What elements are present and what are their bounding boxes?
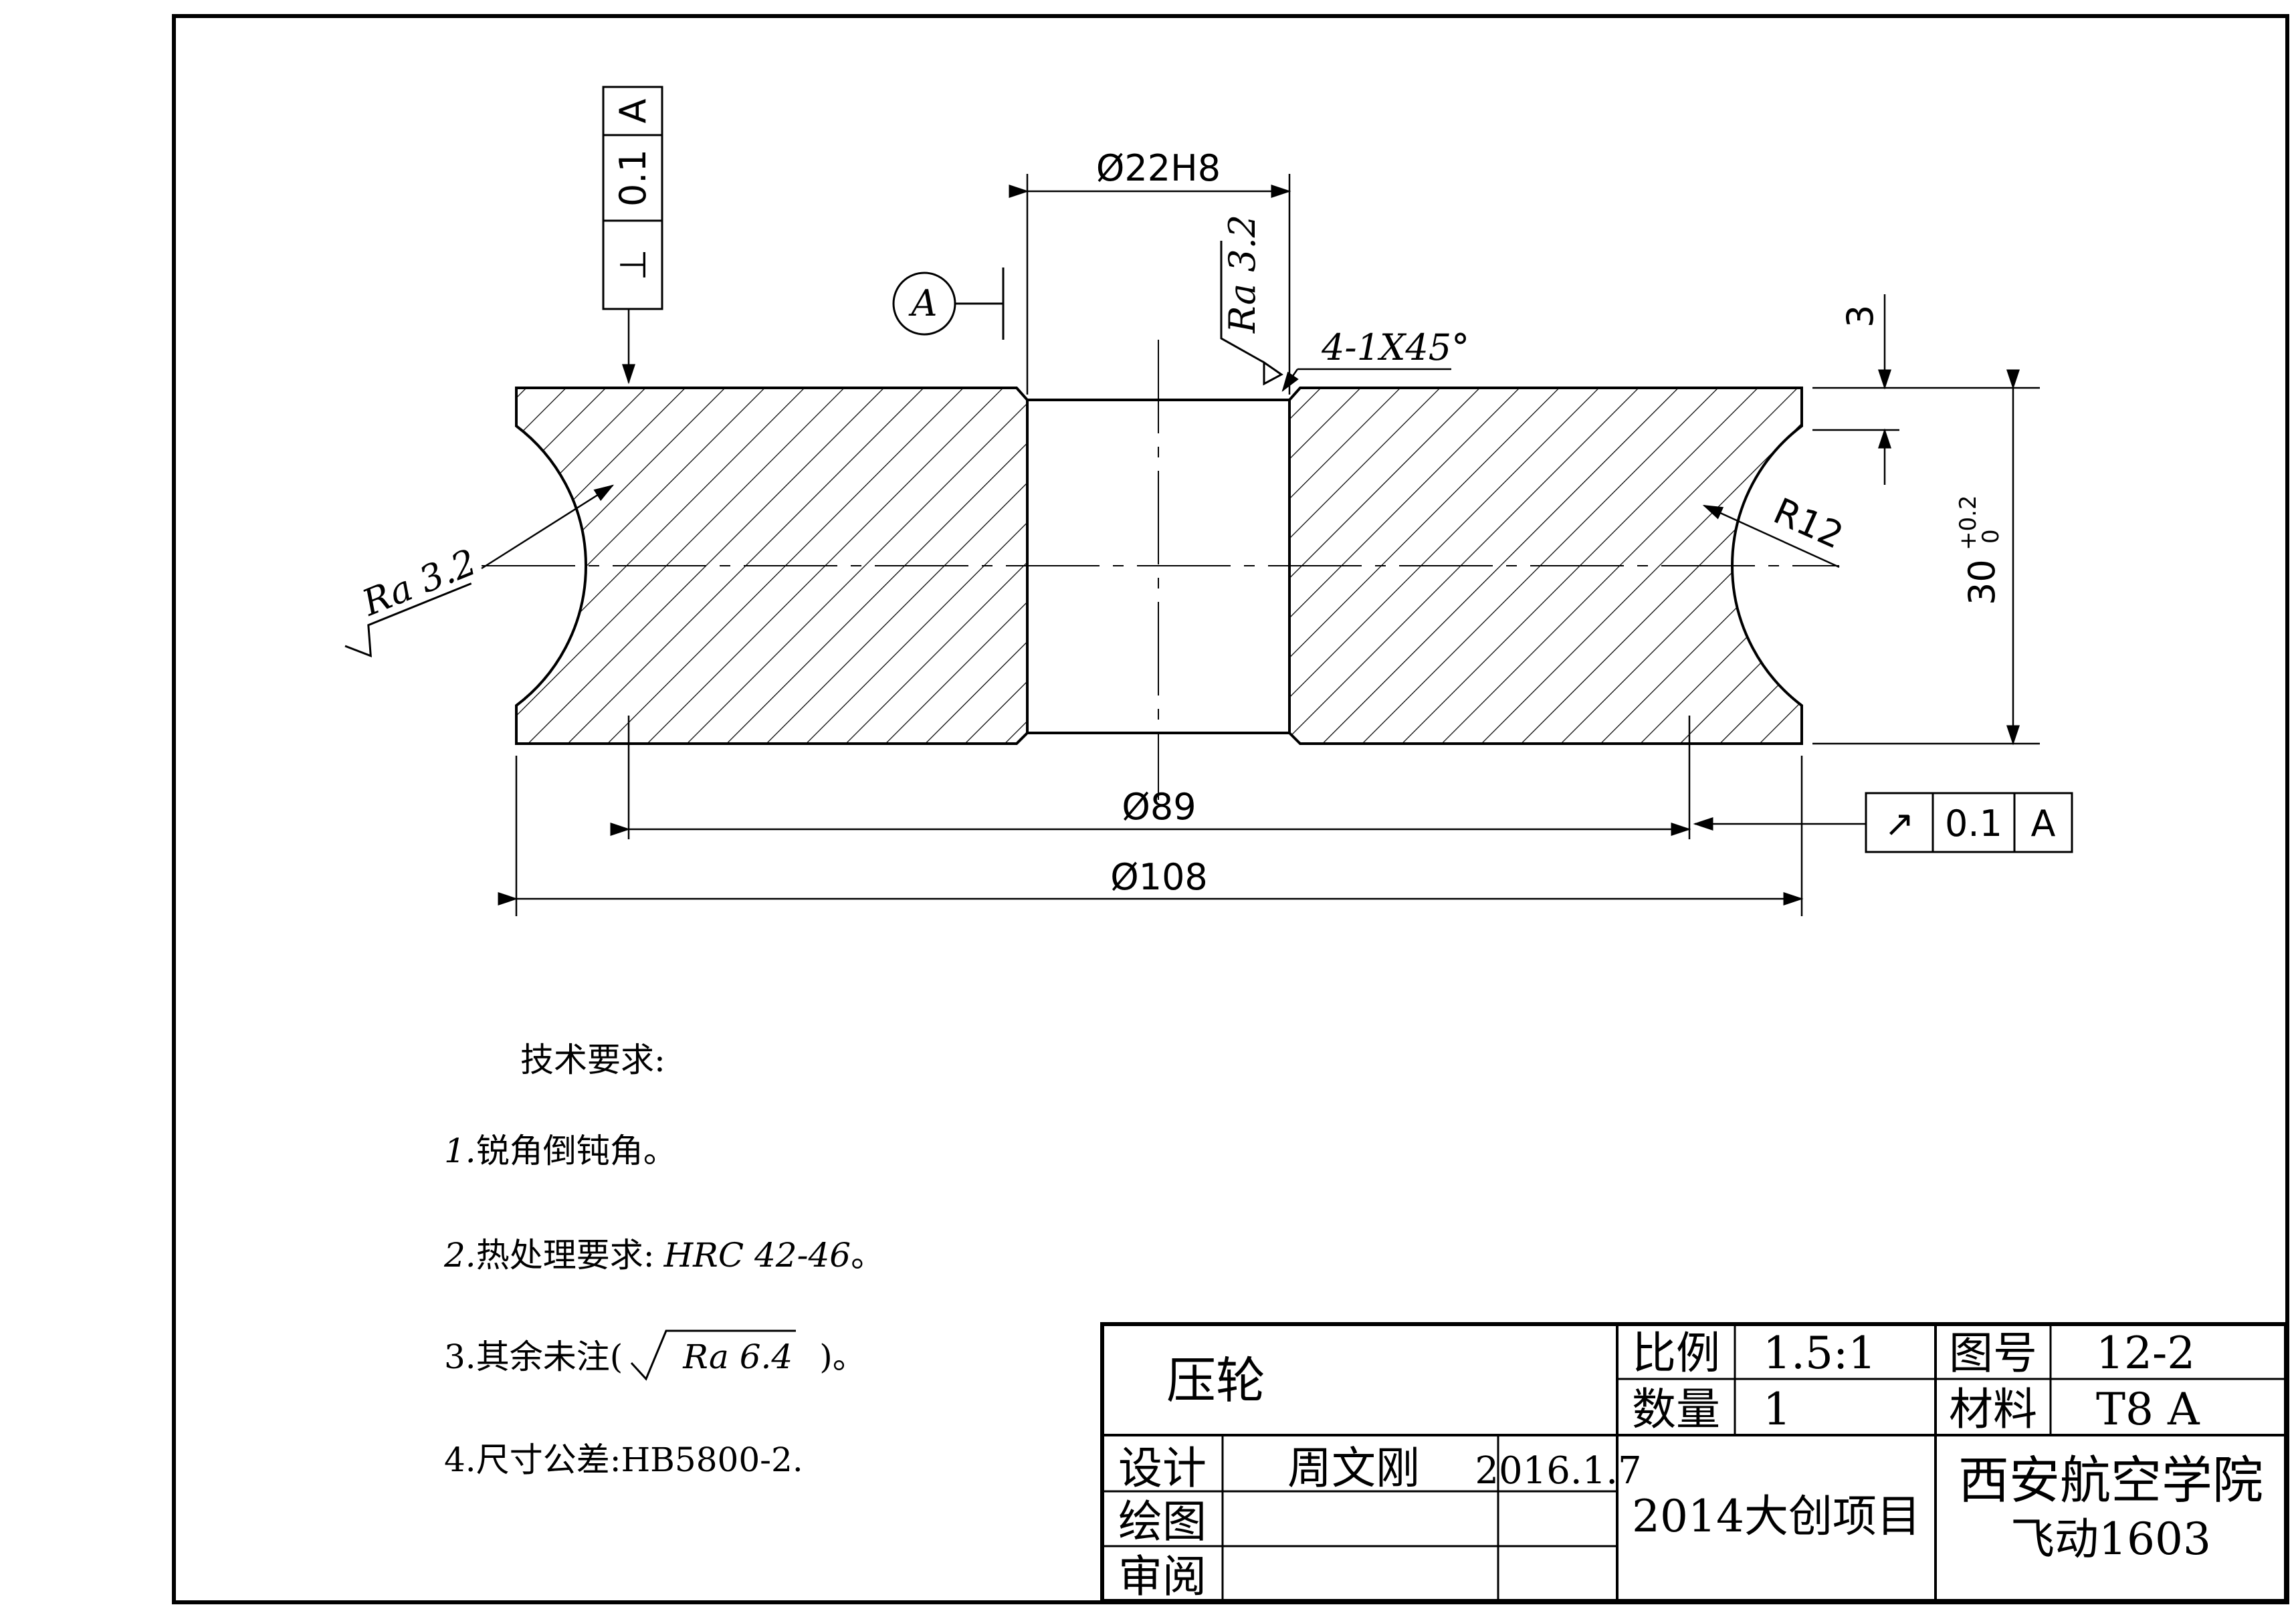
svg-text:0.1: 0.1 [1945,802,2002,845]
groove-radius-dimension: R12 [1768,490,1850,557]
note-1: 1.锐角倒钝角。 [444,1132,677,1170]
perpendicularity-frame: A 0.1 ⊥ [602,86,663,310]
roughness-note-symbol [630,1329,796,1381]
svg-text:Ra 3.2: Ra 3.2 [356,541,482,625]
svg-text:Ra 3.2: Ra 3.2 [1221,215,1263,334]
height-dimension: 30 +0.2 0 [1955,495,2004,605]
scale-value: 1.5:1 [1763,1327,1876,1379]
material-value: T8 A [2096,1384,2200,1435]
technical-notes: 技术要求: 1.锐角倒钝角。 2.热处理要求:HRC 42-46。 3.其余未注… [443,1041,884,1479]
part-name: 压轮 [1166,1352,1265,1410]
note-2: 2.热处理要求:HRC 42-46。 [443,1236,884,1275]
svg-text:30: 30 [1961,559,2003,605]
design-date: 2016.1.7 [1475,1449,1641,1493]
qty-value: 1 [1763,1384,1791,1435]
outer-dia-dimension: Ø108 [1110,856,1208,898]
drawing-no-value: 12-2 [2096,1327,2195,1379]
svg-text:A: A [2031,802,2056,845]
roughness-groove-symbol: Ra 3.2 [344,541,482,657]
drawing-no-label: 图号 [1949,1327,2037,1379]
svg-text:0.1: 0.1 [612,149,654,207]
part-section [482,340,1839,800]
school-name: 西安航空学院 [1958,1451,2263,1510]
svg-text:+0.2: +0.2 [1955,495,1982,550]
bore-dimension: Ø22H8 [1096,147,1221,189]
svg-text:↗: ↗ [1884,802,1914,845]
runout-frame: ↗ 0.1 A [1865,792,2073,853]
draw-label: 绘图 [1118,1496,1207,1547]
designer-name: 周文刚 [1287,1442,1420,1494]
qty-label: 数量 [1632,1384,1720,1435]
notes-heading: 技术要求: [520,1041,665,1079]
note-3: 3.其余未注(Ra 6.4)。 [444,1337,866,1376]
svg-text:A: A [908,282,938,324]
note-4: 4.尺寸公差:HB5800-2. [444,1440,803,1479]
scale-label: 比例 [1632,1327,1720,1379]
material-label: 材料 [1949,1384,2037,1435]
roughness-bore-symbol: Ra 3.2 [1220,215,1283,386]
chamfer-note: 4-1X45° [1321,326,1469,368]
design-label: 设计 [1118,1442,1207,1494]
project-name: 2014大创项目 [1632,1491,1921,1542]
dimensions [481,174,2040,916]
datum-a: A [892,267,1005,340]
review-label: 审阅 [1118,1551,1207,1602]
svg-text:0: 0 [1978,529,2004,544]
inner-dia-dimension: Ø89 [1122,786,1196,828]
title-block [1100,1322,2288,1603]
flange-dimension: 3 [1839,305,1881,328]
svg-text:A: A [612,98,654,123]
svg-text:⊥: ⊥ [612,249,654,280]
class-name: 飞动1603 [2010,1513,2211,1565]
